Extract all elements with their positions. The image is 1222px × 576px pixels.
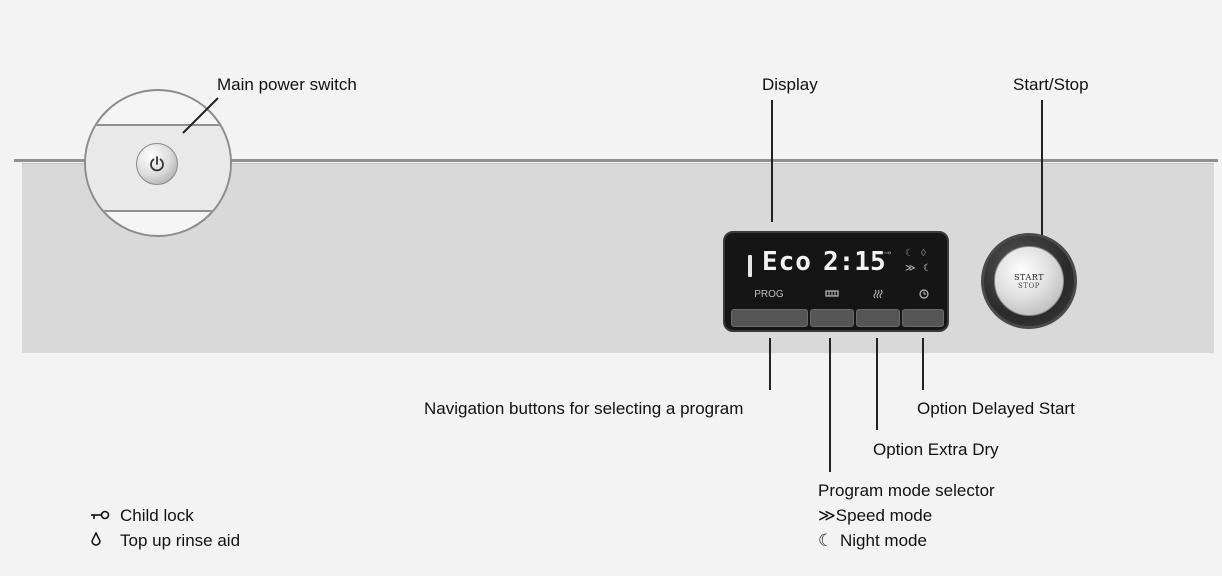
power-icon (150, 156, 164, 172)
night-mode-icon: ☾ (818, 531, 834, 550)
display-status-icons: ⊸ ☾ ◊ ≫ ☾ (883, 246, 933, 282)
night-mode-label: Night mode (840, 531, 927, 550)
panel-top-edge (14, 159, 1218, 162)
extra-dry-button[interactable] (856, 309, 900, 327)
control-display: Eco 2:15 ⊸ ☾ ◊ ≫ ☾ PROG (723, 231, 949, 332)
main-power-leader (182, 97, 219, 134)
main-power-button[interactable] (136, 143, 178, 185)
delayed-start-button[interactable] (902, 309, 944, 327)
display-indicator-bar (748, 255, 752, 277)
display-button-labels: PROG (725, 289, 947, 303)
start-stop-label: Start/Stop (1013, 75, 1089, 94)
stop-text: STOP (1018, 281, 1040, 290)
child-lock-icon (90, 506, 120, 526)
rinse-aid-label: Top up rinse aid (120, 531, 241, 550)
speed-mode-label: Speed mode (835, 506, 933, 525)
start-stop-button[interactable]: START STOP (981, 233, 1077, 329)
power-switch-zoom-circle (84, 89, 232, 237)
navigation-label: Navigation buttons for selecting a progr… (424, 399, 744, 418)
night-indicator-icon-top: ☾ (905, 248, 914, 259)
night-indicator-icon: ☾ (923, 263, 932, 274)
delayed-start-label: Option Delayed Start (917, 399, 1075, 418)
child-lock-indicator-icon: ⊸ (883, 248, 892, 259)
prog-label: PROG (754, 289, 784, 300)
start-text: START (1014, 272, 1044, 282)
child-lock-label: Child lock (120, 506, 194, 525)
display-label: Display (762, 75, 818, 94)
legend-rinse-aid: Top up rinse aid (90, 531, 240, 551)
program-mode-display-icon (819, 289, 845, 301)
program-mode-button[interactable] (810, 309, 854, 327)
display-time: 2:15 (823, 247, 886, 277)
navigation-button[interactable] (731, 309, 808, 327)
display-program: Eco (762, 247, 812, 277)
start-stop-button-face: START STOP (994, 246, 1064, 316)
extra-dry-display-icon (865, 289, 891, 302)
legend-child-lock: Child lock (90, 506, 194, 526)
main-power-label: Main power switch (217, 75, 357, 94)
clock-icon (911, 289, 937, 302)
night-mode-row: ☾ Night mode (818, 531, 927, 551)
rinse-aid-indicator-icon: ◊ (921, 248, 926, 259)
rinse-aid-icon (90, 531, 120, 551)
speed-mode-row: ≫Speed mode (818, 506, 932, 526)
program-mode-label: Program mode selector (818, 481, 995, 500)
speed-indicator-icon: ≫ (905, 263, 916, 274)
speed-mode-icon: ≫ (818, 506, 836, 525)
extra-dry-label: Option Extra Dry (873, 440, 999, 459)
